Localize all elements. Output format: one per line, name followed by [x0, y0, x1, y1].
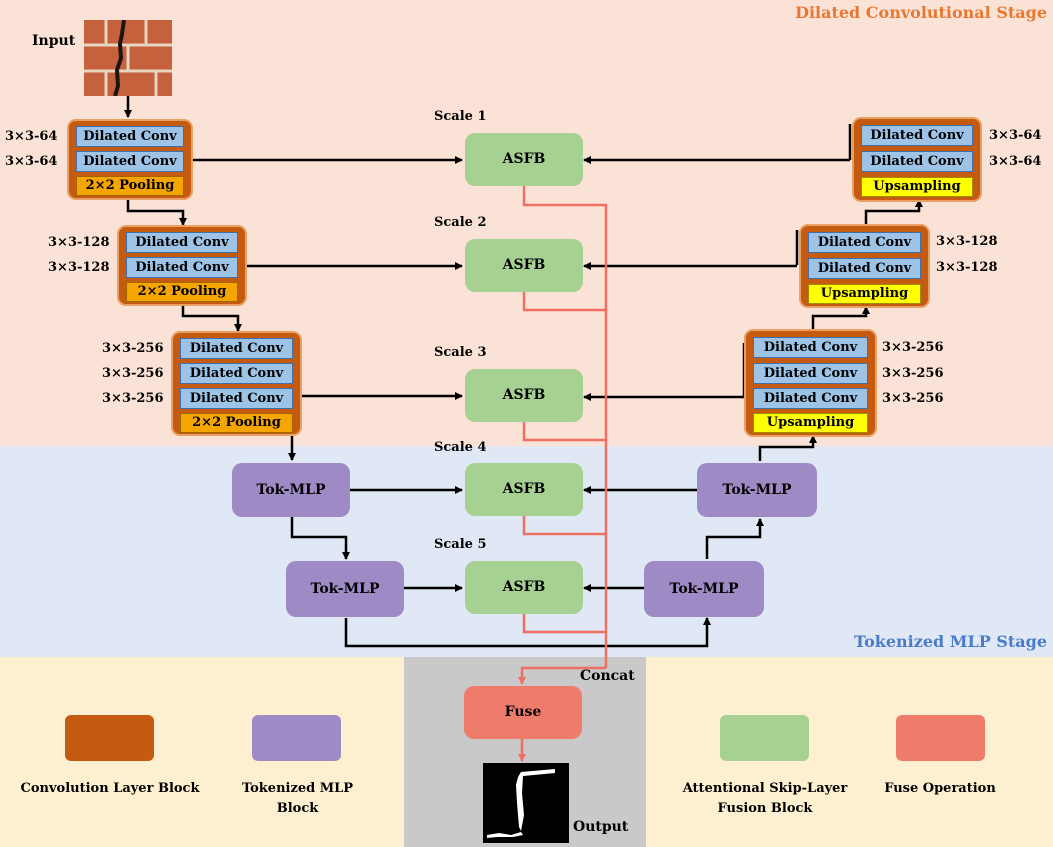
scale-label: Scale 4: [434, 440, 487, 455]
tok-mlp-decoder-1: Tok-MLP: [697, 463, 817, 517]
decoder-block-2: Dilated Conv Dilated Conv Upsampling: [799, 224, 930, 308]
tokenized-stage-title: Tokenized MLP Stage: [854, 632, 1047, 651]
size-label: 3×3-256: [102, 366, 164, 381]
size-label: 3×3-64: [5, 154, 58, 169]
tok-mlp-encoder-2: Tok-MLP: [286, 561, 404, 617]
asfb-block-scale-5: ASFB: [465, 561, 583, 614]
crack-segmentation-mask: [487, 769, 555, 838]
size-label: 3×3-128: [936, 260, 998, 275]
size-label: 3×3-128: [48, 235, 110, 250]
size-label: 3×3-256: [882, 340, 944, 355]
legend-label-asfb: Attentional Skip-Layer Fusion Block: [682, 781, 848, 816]
legend-label-tok-mlp: Tokenized MLP Block: [241, 781, 354, 816]
upsampling-layer: Upsampling: [808, 284, 921, 304]
decoder-block-1: Dilated Conv Dilated Conv Upsampling: [852, 117, 982, 202]
size-label: 3×3-64: [989, 128, 1042, 143]
dilated-conv-layer: Dilated Conv: [861, 151, 973, 172]
size-label: 3×3-64: [989, 154, 1042, 169]
pooling-layer: 2×2 Pooling: [180, 413, 293, 433]
legend-swatch-tok-mlp: [252, 715, 341, 761]
dilated-conv-layer: Dilated Conv: [180, 388, 293, 409]
output-label: Output: [573, 819, 629, 835]
encoder-block-2: Dilated Conv Dilated Conv 2×2 Pooling: [117, 225, 247, 306]
asfb-block-scale-3: ASFB: [465, 369, 583, 422]
legend-swatch-conv: [65, 715, 154, 761]
concat-label: Concat: [580, 668, 635, 684]
size-label: 3×3-256: [102, 391, 164, 406]
pooling-layer: 2×2 Pooling: [76, 176, 184, 196]
dilated-conv-layer: Dilated Conv: [808, 258, 921, 279]
legend-swatch-fuse: [896, 715, 985, 761]
size-label: 3×3-128: [48, 260, 110, 275]
encoder-block-3: Dilated Conv Dilated Conv Dilated Conv 2…: [171, 331, 302, 436]
fuse-block: Fuse: [464, 686, 582, 739]
upsampling-layer: Upsampling: [753, 413, 868, 433]
dilated-conv-layer: Dilated Conv: [180, 338, 293, 359]
scale-label: Scale 5: [434, 537, 487, 552]
dilated-conv-layer: Dilated Conv: [76, 151, 184, 172]
scale-label: Scale 2: [434, 215, 487, 230]
asfb-block-scale-2: ASFB: [465, 239, 583, 292]
dilated-conv-layer: Dilated Conv: [753, 337, 868, 358]
dilated-conv-layer: Dilated Conv: [76, 126, 184, 147]
dilated-conv-layer: Dilated Conv: [753, 388, 868, 409]
upsampling-layer: Upsampling: [861, 177, 973, 197]
tok-mlp-encoder-1: Tok-MLP: [232, 463, 350, 517]
size-label: 3×3-64: [5, 129, 58, 144]
size-label: 3×3-256: [102, 341, 164, 356]
scale-label: Scale 3: [434, 345, 487, 360]
input-label: Input: [32, 33, 76, 49]
output-image: [483, 763, 569, 843]
input-image: [84, 20, 172, 96]
encoder-block-1: Dilated Conv Dilated Conv 2×2 Pooling: [67, 119, 193, 200]
dilated-stage-title: Dilated Convolutional Stage: [795, 3, 1047, 22]
pooling-layer: 2×2 Pooling: [126, 282, 238, 302]
decoder-block-3: Dilated Conv Dilated Conv Dilated Conv U…: [744, 329, 877, 437]
dilated-conv-layer: Dilated Conv: [808, 232, 921, 253]
size-label: 3×3-256: [882, 366, 944, 381]
tok-mlp-decoder-2: Tok-MLP: [644, 561, 764, 617]
dilated-conv-layer: Dilated Conv: [753, 363, 868, 384]
size-label: 3×3-256: [882, 391, 944, 406]
dilated-conv-layer: Dilated Conv: [126, 257, 238, 278]
size-label: 3×3-128: [936, 234, 998, 249]
scale-label: Scale 1: [434, 109, 487, 124]
asfb-block-scale-4: ASFB: [465, 463, 583, 516]
crack-brick-image: [84, 20, 172, 96]
asfb-block-scale-1: ASFB: [465, 133, 583, 186]
legend-label-fuse: Fuse Operation: [884, 781, 996, 796]
legend-swatch-asfb: [720, 715, 809, 761]
dilated-conv-layer: Dilated Conv: [180, 363, 293, 384]
legend-label-conv: Convolution Layer Block: [20, 781, 200, 796]
dilated-conv-layer: Dilated Conv: [126, 232, 238, 253]
dilated-conv-layer: Dilated Conv: [861, 125, 973, 146]
